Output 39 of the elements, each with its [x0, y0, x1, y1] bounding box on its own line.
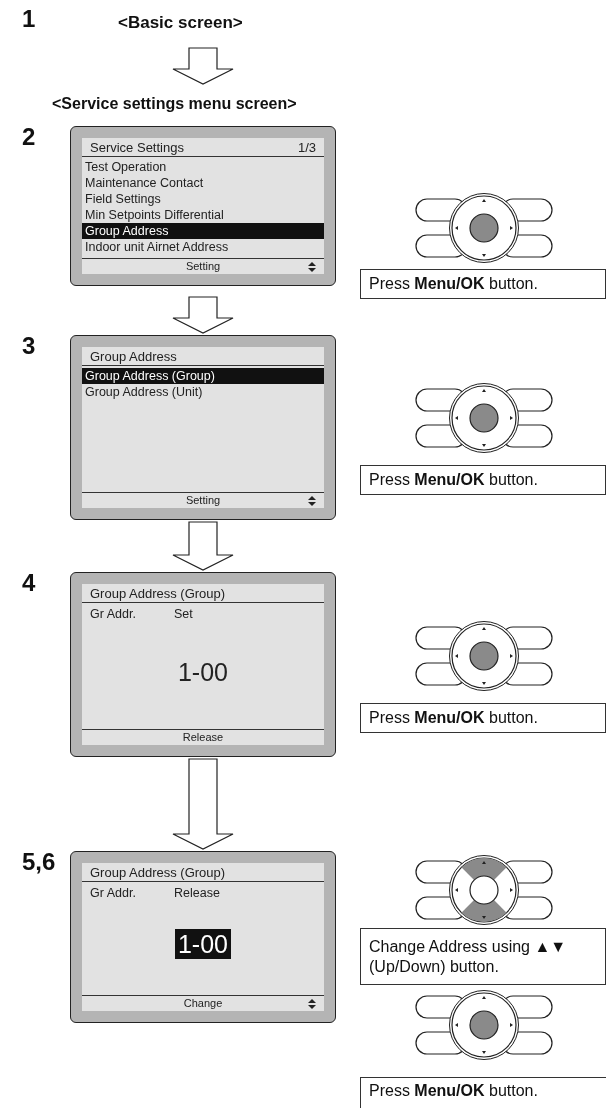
footer-label: Setting	[185, 494, 221, 506]
screen-title: Group Address	[90, 348, 177, 365]
screen-name: <Basic screen>	[118, 12, 243, 34]
instruction-box: Change Address using ▲▼ (Up/Down) button.	[360, 928, 606, 985]
selected-menu-item: Group Address	[82, 223, 324, 239]
instruction-box: Press Menu/OK button.	[360, 465, 606, 495]
instruction-box: Press Menu/OK button.	[360, 703, 606, 733]
hollow-arrow	[172, 521, 234, 571]
address-value: 1-00	[176, 656, 229, 687]
step-number: 4	[22, 569, 36, 596]
menu-item: Group Address (Unit)	[84, 384, 204, 400]
footer-label: Release	[182, 731, 224, 743]
address-value: 1-00	[174, 929, 231, 959]
footer-label: Change	[183, 997, 223, 1009]
screen-heading: <Service settings menu screen>	[52, 94, 298, 114]
screen-title: Service Settings	[90, 139, 184, 156]
setting-label: Gr Addr.	[90, 885, 137, 901]
instruction-box: Press Menu/OK button.	[360, 269, 606, 299]
step-number: 5,6	[22, 848, 56, 875]
screen-title: Group Address (Group)	[90, 585, 226, 602]
footer-label: Setting	[185, 260, 221, 272]
setting-state: Set	[174, 606, 193, 622]
setting-state: Release	[174, 885, 220, 901]
hollow-arrow	[172, 758, 234, 850]
menu-item: Field Settings	[84, 191, 162, 207]
step-number: 2	[22, 123, 36, 150]
menu-item: Indoor unit Airnet Address	[84, 239, 230, 255]
step-number: 3	[22, 332, 36, 359]
selected-menu-item: Group Address (Group)	[82, 368, 324, 384]
page-number: 1/3	[297, 139, 316, 156]
screen-title: Group Address (Group)	[90, 864, 226, 881]
step-number: 1	[22, 5, 36, 32]
instruction-box: Press Menu/OK button.	[360, 1077, 606, 1108]
menu-item: Min Setpoints Differential	[84, 207, 225, 223]
menu-item: Maintenance Contact	[84, 175, 205, 191]
menu-item: Test Operation	[84, 159, 168, 175]
hollow-arrow	[172, 47, 234, 85]
hollow-arrow	[172, 296, 234, 334]
setting-label: Gr Addr.	[90, 606, 137, 622]
